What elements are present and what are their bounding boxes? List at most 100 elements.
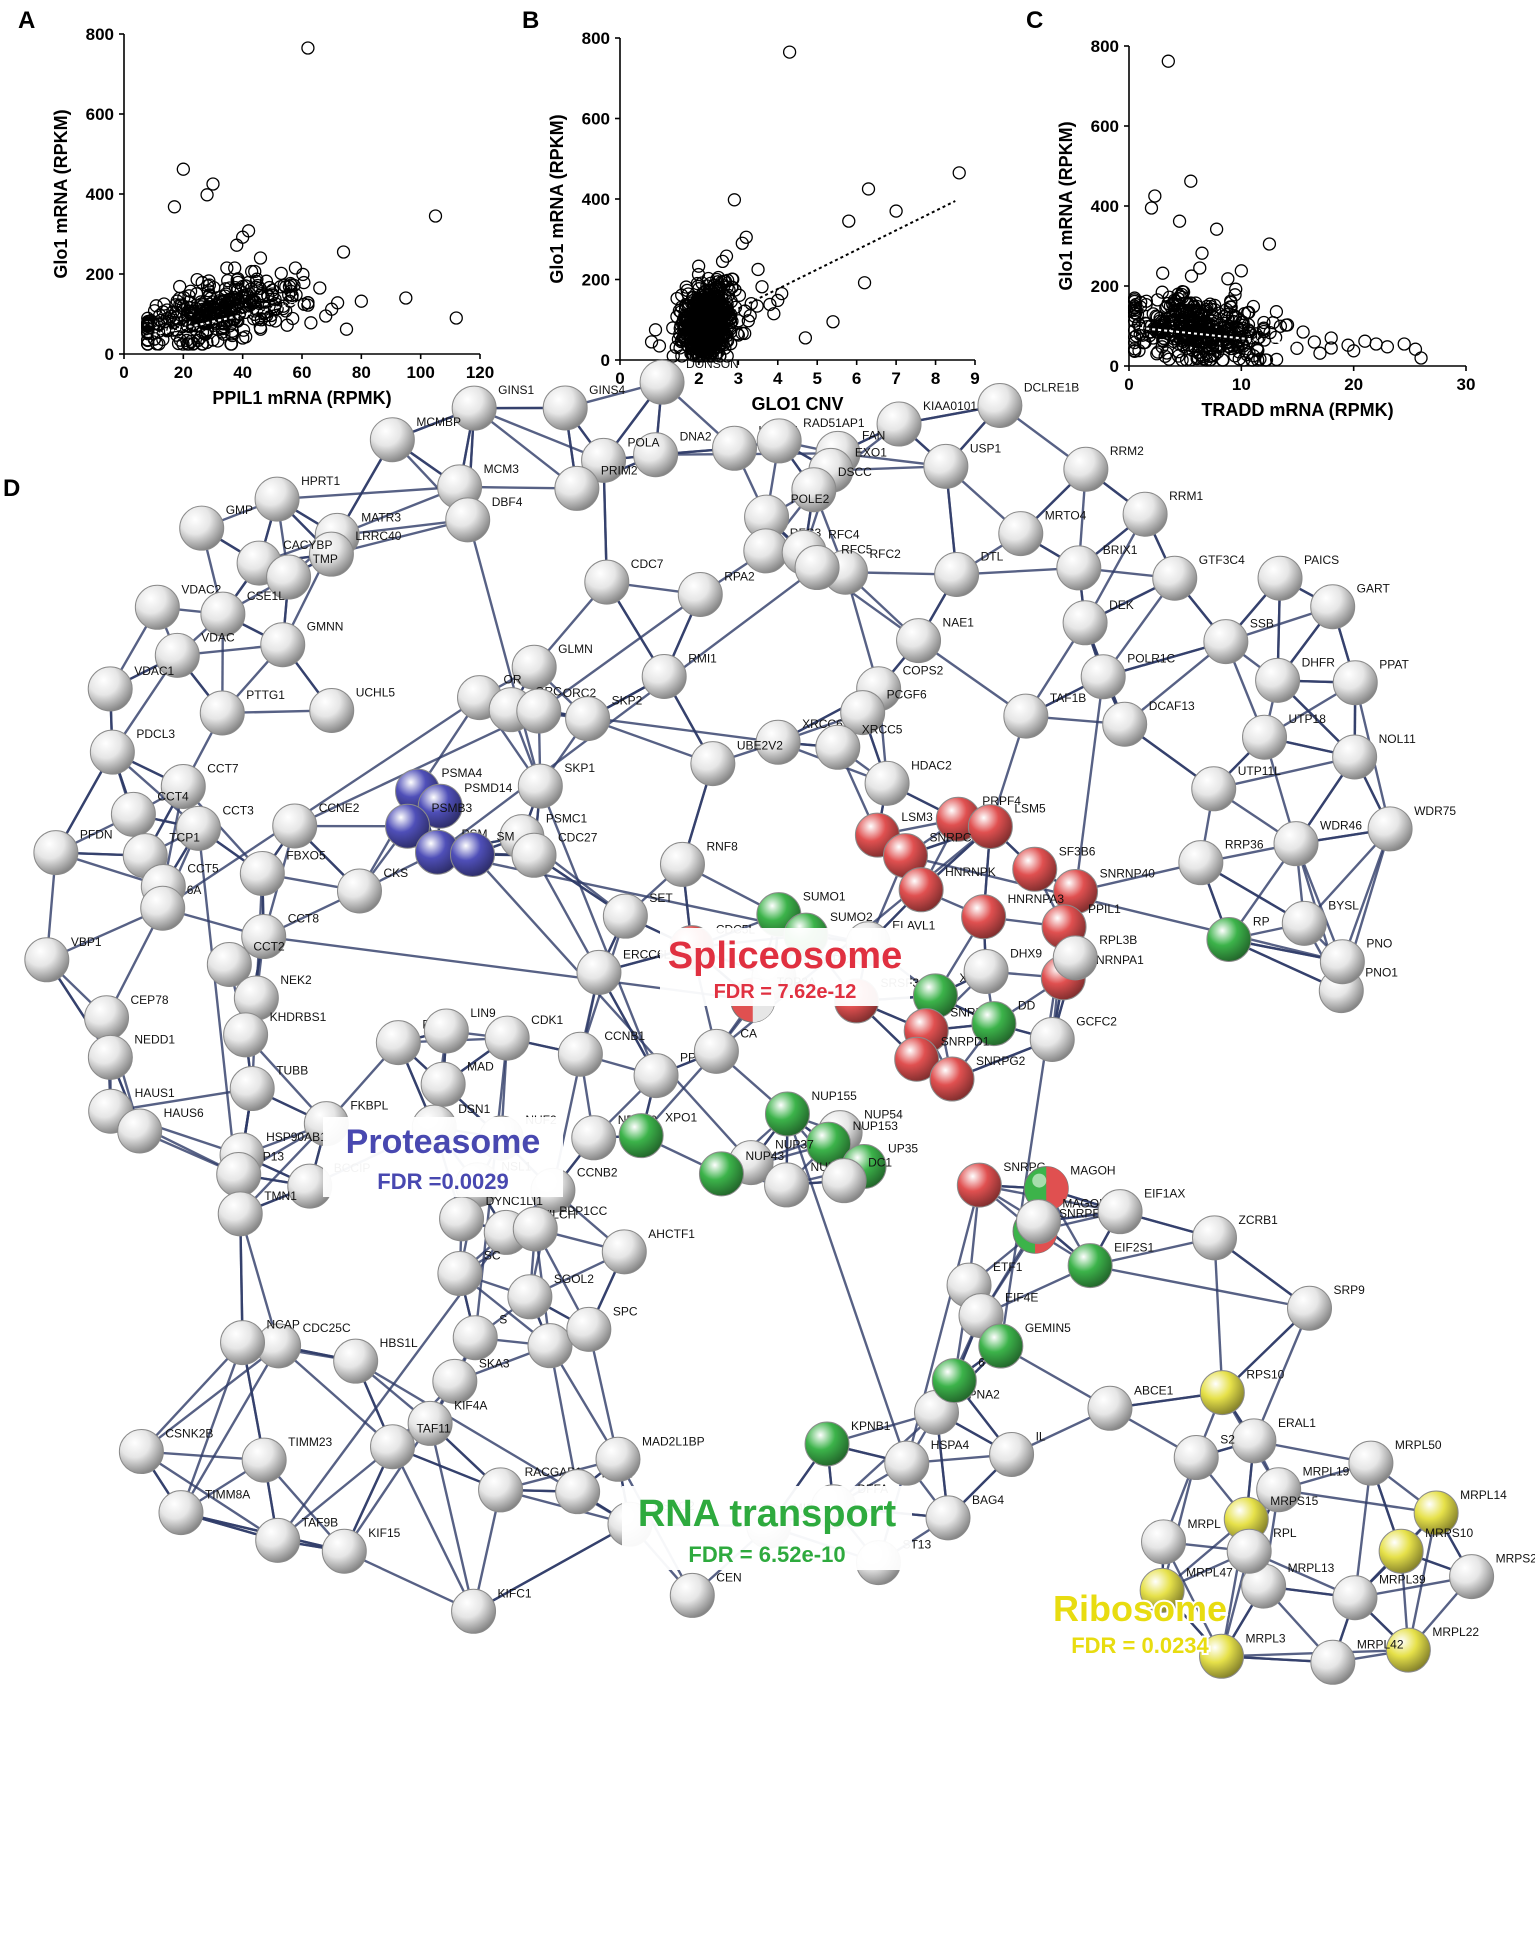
node-label: MRPL22 xyxy=(1432,1625,1479,1639)
network-node xyxy=(602,893,648,939)
data-point xyxy=(1193,261,1207,275)
node-label: KIFC1 xyxy=(498,1586,532,1600)
data-point xyxy=(1144,201,1159,215)
network-node xyxy=(1052,935,1098,981)
network-node xyxy=(898,867,944,913)
network-node xyxy=(199,690,245,736)
network-node xyxy=(179,505,225,551)
data-point xyxy=(1172,214,1187,228)
node-label: HAUS1 xyxy=(135,1086,175,1100)
network-node xyxy=(478,1467,524,1513)
node-label: DBF4 xyxy=(492,495,523,509)
network-node xyxy=(110,791,156,837)
x-tick-label: 0 xyxy=(615,369,624,388)
network-node xyxy=(1097,1189,1143,1235)
network-edge xyxy=(276,1445,394,1542)
data-point xyxy=(1246,349,1261,363)
node-label: RFC4 xyxy=(828,527,860,541)
node-label: FBXO5 xyxy=(286,849,326,863)
data-point xyxy=(297,275,311,290)
node-label: LSM5 xyxy=(1014,802,1046,816)
node-label: MRPL13 xyxy=(1288,1561,1335,1575)
node-label: TCP1 xyxy=(169,831,200,845)
data-point xyxy=(1204,302,1218,316)
node-label: NEDD1 xyxy=(134,1032,175,1046)
node-label: NUP155 xyxy=(811,1089,857,1103)
data-point xyxy=(1229,282,1243,296)
data-point xyxy=(399,291,413,305)
network-node xyxy=(1056,545,1102,591)
data-point xyxy=(1307,335,1321,349)
node-label: DCAF13 xyxy=(1149,699,1195,713)
node-label: MCM3 xyxy=(484,462,520,476)
data-point xyxy=(1258,353,1273,367)
x-tick-label: 10 xyxy=(1232,375,1251,394)
data-point xyxy=(1191,306,1206,321)
network-node xyxy=(876,401,922,447)
network-edge xyxy=(472,1523,631,1613)
network-node xyxy=(1015,1199,1061,1245)
network-node xyxy=(217,1191,263,1237)
node-label: GINS1 xyxy=(498,383,534,397)
network-node xyxy=(1199,1370,1245,1416)
node-label: MATR3 xyxy=(361,510,401,524)
data-point xyxy=(889,204,903,218)
node-label: MRPL47 xyxy=(1186,1565,1233,1579)
y-tick-label: 0 xyxy=(1110,357,1119,376)
data-point xyxy=(669,340,683,354)
network-node xyxy=(321,1528,367,1574)
data-point xyxy=(755,280,769,294)
data-point xyxy=(1208,298,1222,313)
network-node xyxy=(333,1338,379,1384)
node-label: NOL11 xyxy=(1379,732,1416,746)
node-label: SET xyxy=(649,891,673,905)
network-edge xyxy=(276,485,460,501)
data-point xyxy=(1153,311,1167,325)
data-point xyxy=(698,300,712,315)
y-tick-label: 800 xyxy=(1091,37,1119,56)
annotation-box xyxy=(660,928,910,1006)
data-point xyxy=(1226,308,1240,322)
network-node xyxy=(925,1495,971,1541)
data-point xyxy=(147,332,161,346)
y-tick-label: 800 xyxy=(582,29,610,48)
data-point xyxy=(1228,288,1242,302)
node-label: GEMIN5 xyxy=(1025,1321,1071,1335)
node-label: 6A xyxy=(187,883,202,897)
node-label: TAF9B xyxy=(302,1515,338,1529)
x-tick-label: 20 xyxy=(174,363,193,382)
node-label: MAGOH xyxy=(1070,1164,1115,1178)
data-point xyxy=(692,259,706,273)
data-point xyxy=(1273,319,1288,333)
data-point xyxy=(707,294,721,308)
x-tick-label: 0 xyxy=(119,363,128,382)
network-edge xyxy=(539,785,658,1077)
network-node xyxy=(571,1115,617,1161)
data-point xyxy=(172,291,187,306)
data-point xyxy=(1269,352,1284,367)
node-label: PNO1 xyxy=(1365,966,1398,980)
node-label: CDC7 xyxy=(631,557,664,571)
data-point xyxy=(1209,222,1224,236)
data-point xyxy=(1184,303,1199,318)
network-node xyxy=(1287,1285,1333,1331)
node-label: SNRPC xyxy=(929,831,971,845)
node-label: PFDN xyxy=(80,828,113,842)
node-label: GART xyxy=(1357,582,1391,596)
network-edge xyxy=(294,709,540,828)
network-edge xyxy=(140,1341,244,1453)
data-point xyxy=(319,309,333,323)
node-label: S xyxy=(499,1313,507,1327)
node-highlight xyxy=(1032,1173,1047,1188)
data-point xyxy=(279,280,293,294)
node-label: EIF2S1 xyxy=(1114,1241,1154,1255)
network-node xyxy=(160,763,206,809)
network-edge xyxy=(1074,676,1105,892)
network-edge xyxy=(436,566,818,854)
node-label: NUP37 xyxy=(775,1138,814,1152)
data-point xyxy=(1162,352,1176,366)
node-label: PCGF6 xyxy=(887,688,927,702)
network-node xyxy=(1310,584,1356,630)
node-label: SKP2 xyxy=(612,694,643,708)
network-edge xyxy=(140,1344,280,1453)
